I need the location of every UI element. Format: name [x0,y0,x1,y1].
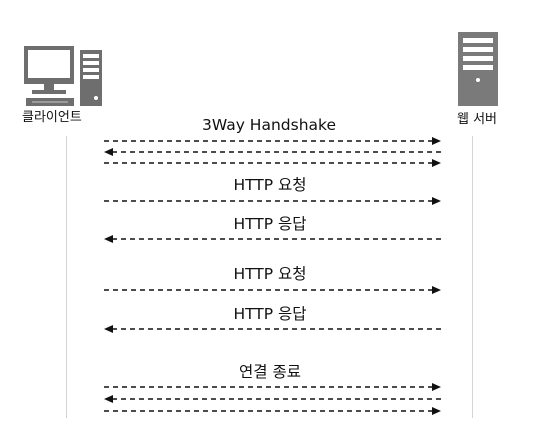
message-label-response: HTTP 응답 [233,215,307,233]
arrow-to-client [104,235,441,243]
message-label-handshake: 3Way Handshake [202,116,336,134]
arrow-to-client [104,148,441,156]
server-lifeline [472,136,473,418]
arrow-to-server [104,159,441,167]
arrow-head [104,235,113,243]
server-label: 웹 서버 [457,112,498,127]
arrow-head [432,407,441,415]
arrow-head [104,395,113,403]
message-label-request: HTTP 요청 [233,265,307,283]
arrow-head [104,325,113,333]
server-tower-icon [458,32,498,106]
client-label: 클라이언트 [22,110,82,125]
desktop-computer-icon [24,46,102,106]
arrow-head [432,197,441,205]
message-label-close: 연결 종료 [239,363,301,381]
arrow-to-server [104,137,441,145]
arrow-to-server [104,197,441,205]
arrow-to-client [104,395,441,403]
arrow-head [104,148,113,156]
arrow-head [432,159,441,167]
client-lifeline [66,136,67,418]
message-label-response: HTTP 응답 [233,305,307,323]
arrow-head [432,137,441,145]
arrow-to-client [104,325,441,333]
arrow-to-server [104,407,441,415]
arrow-to-server [104,383,441,391]
arrow-to-server [104,286,441,294]
arrow-head [432,286,441,294]
message-label-request: HTTP 요청 [233,176,307,194]
arrow-head [432,383,441,391]
